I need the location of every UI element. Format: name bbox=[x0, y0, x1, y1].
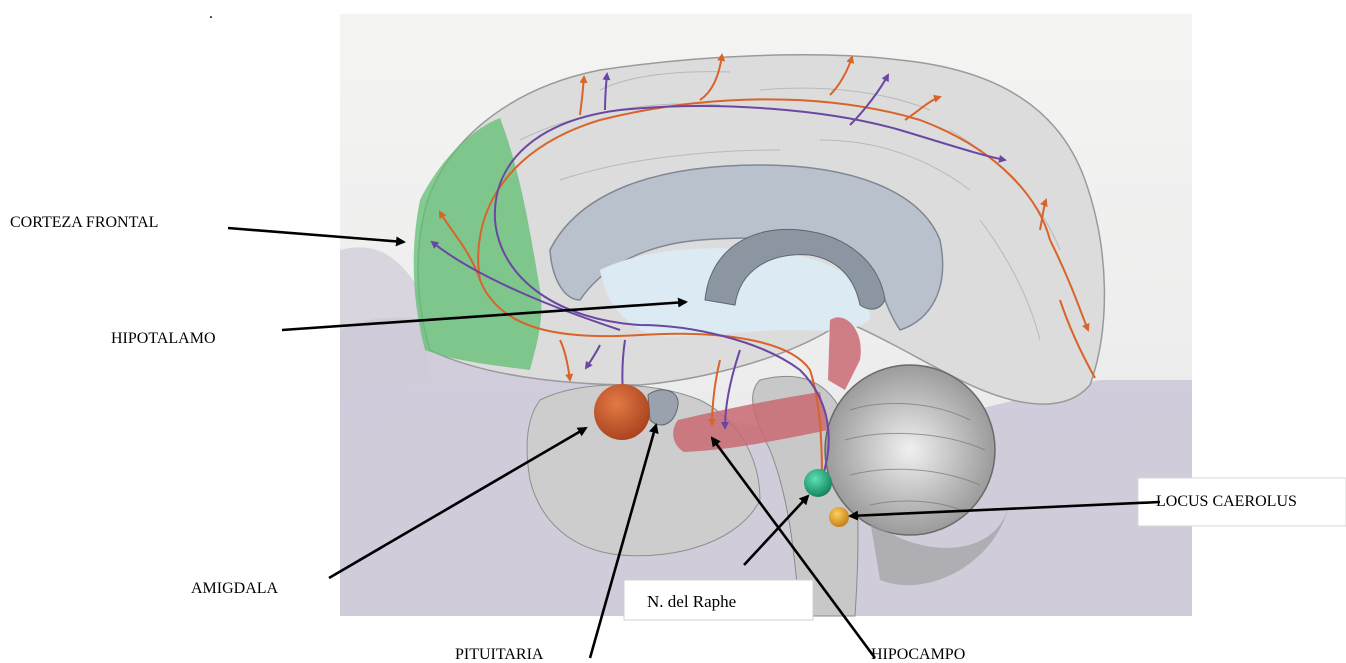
painting bbox=[340, 14, 1192, 616]
locus-nucleus bbox=[829, 507, 849, 527]
label-raphe: N. del Raphe bbox=[647, 592, 736, 611]
label-corteza-frontal: CORTEZA FRONTAL bbox=[10, 214, 158, 231]
stray-dot: . bbox=[209, 5, 213, 22]
amygdala-nucleus bbox=[594, 384, 650, 440]
label-locus-caerolus: LOCUS CAEROLUS bbox=[1156, 493, 1297, 510]
raphe-nucleus bbox=[804, 469, 832, 497]
label-hipotalamo: HIPOTALAMO bbox=[111, 330, 216, 347]
label-hipocampo: HIPOCAMPO bbox=[871, 646, 965, 663]
label-amigdala: AMIGDALA bbox=[191, 580, 279, 597]
label-pituitaria: PITUITARIA bbox=[455, 646, 544, 663]
